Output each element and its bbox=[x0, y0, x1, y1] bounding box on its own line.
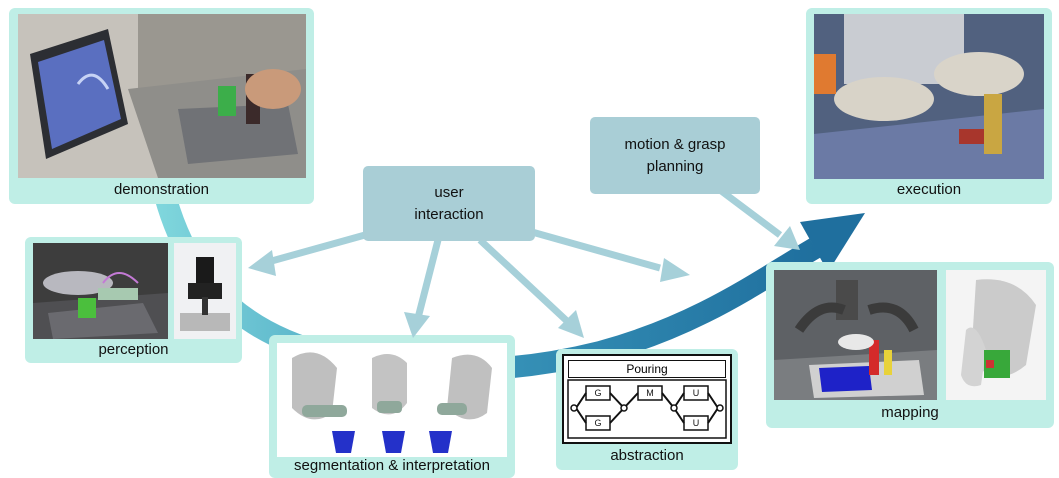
abstraction-node-u1: U bbox=[693, 388, 700, 398]
mapping-panel: mapping bbox=[766, 262, 1054, 428]
segmentation-image bbox=[277, 343, 507, 457]
abstraction-node-u2: U bbox=[693, 418, 700, 428]
motion-planning-box: motion & grasp planning bbox=[590, 117, 760, 194]
mapping-caption: mapping bbox=[881, 404, 939, 421]
motion-planning-line2: planning bbox=[646, 157, 704, 175]
demonstration-photo bbox=[18, 14, 306, 178]
user-interaction-line2: interaction bbox=[414, 205, 484, 223]
abstraction-caption: abstraction bbox=[610, 447, 684, 464]
perception-render bbox=[33, 243, 168, 339]
mapping-hand bbox=[946, 270, 1046, 400]
demonstration-panel: demonstration bbox=[9, 8, 314, 204]
abstraction-panel: Pouring bbox=[556, 349, 738, 470]
motion-planning-line1: motion & grasp bbox=[624, 135, 726, 153]
segmentation-caption: segmentation & interpretation bbox=[294, 457, 490, 474]
perception-camera bbox=[174, 243, 236, 339]
perception-caption: perception bbox=[98, 341, 169, 358]
abstraction-header: Pouring bbox=[568, 360, 726, 378]
mapping-render bbox=[774, 270, 937, 400]
user-interaction-box: user interaction bbox=[363, 166, 535, 241]
abstraction-node-g1: G bbox=[594, 388, 601, 398]
execution-photo bbox=[814, 14, 1044, 179]
execution-caption: execution bbox=[896, 181, 962, 198]
segmentation-panel: segmentation & interpretation bbox=[269, 335, 515, 478]
user-interaction-line1: user bbox=[434, 183, 464, 201]
abstraction-node-g2: G bbox=[594, 418, 601, 428]
abstraction-graph: Pouring bbox=[562, 354, 732, 444]
abstraction-node-m: M bbox=[646, 388, 654, 398]
demonstration-caption: demonstration bbox=[113, 181, 210, 198]
perception-panel: perception bbox=[25, 237, 242, 363]
execution-panel: execution bbox=[806, 8, 1052, 204]
